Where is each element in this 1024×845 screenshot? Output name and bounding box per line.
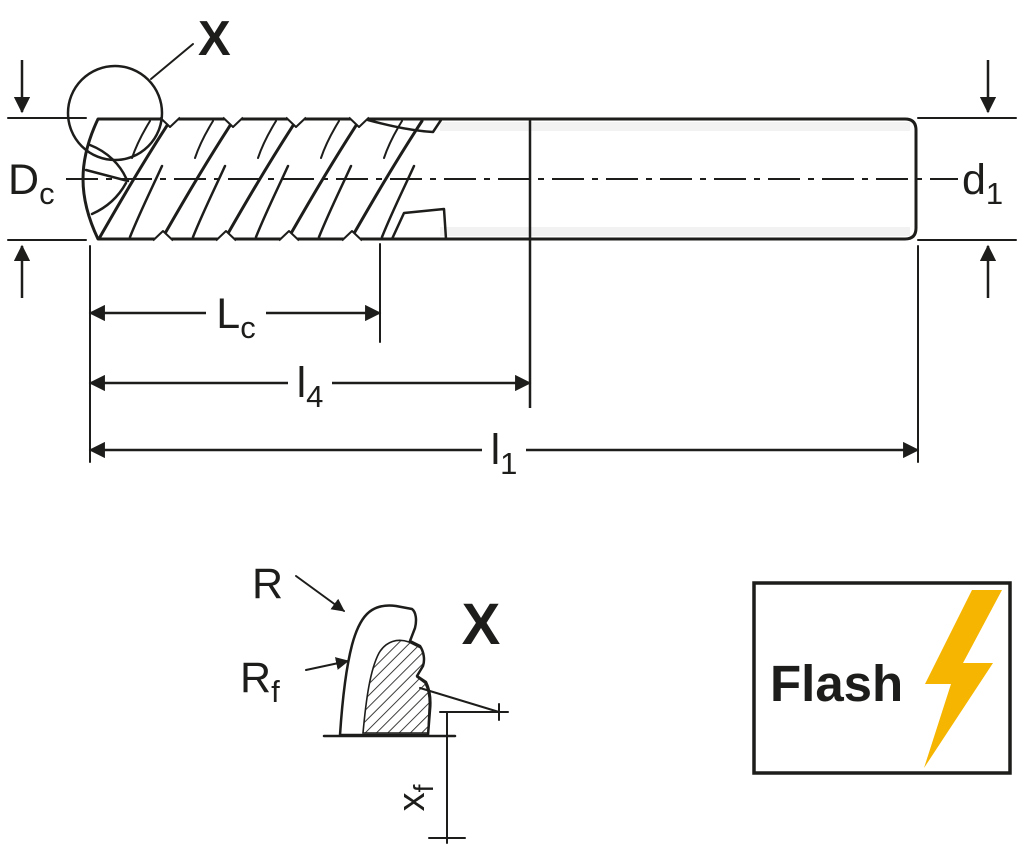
detail-view: R Rf X xf <box>240 560 509 844</box>
tool-body-outline <box>81 117 918 241</box>
tooth-core-hatch <box>362 639 431 734</box>
flute-land-line <box>194 120 214 159</box>
top-notch <box>285 116 307 128</box>
flute-edge-line <box>128 164 164 239</box>
flash-logo: Flash <box>752 581 1012 775</box>
label-detail-ref: X <box>198 12 231 66</box>
bottom-notch <box>341 230 363 242</box>
r-leader-line <box>295 575 345 612</box>
label-l1: l1 <box>491 426 518 481</box>
bottom-notch <box>152 230 174 242</box>
flute-land-line <box>383 120 403 159</box>
flute-edge-line <box>191 164 227 239</box>
label-r: R <box>252 560 283 608</box>
label-xf: xf <box>391 784 439 811</box>
bottom-notch <box>215 230 237 242</box>
top-facet-line <box>366 118 443 134</box>
main-view: X Dc d1 Lc l4 l1 <box>7 12 1017 481</box>
flute-land-line <box>131 120 151 159</box>
l4-label-mask <box>288 362 332 404</box>
flute-line <box>287 119 361 239</box>
label-d1: d1 <box>962 156 1003 211</box>
lightning-bolt-icon <box>924 590 1002 768</box>
rf-leader-line <box>305 657 350 671</box>
flute-land-line <box>320 120 340 159</box>
shank-shading-top <box>440 122 910 131</box>
label-l4: l4 <box>297 359 324 414</box>
label-dc: Dc <box>8 156 55 211</box>
top-notch <box>159 116 181 128</box>
label-lc: Lc <box>216 290 255 345</box>
silhouette-notches <box>152 116 370 242</box>
l1-label-mask <box>482 430 526 472</box>
flute-edge-line <box>380 164 416 239</box>
lc-label-mask <box>206 294 266 336</box>
flute-line <box>161 119 235 239</box>
tooth-profile <box>338 604 432 737</box>
flute-line <box>350 119 424 239</box>
top-notch <box>222 116 244 128</box>
length-dimensions: Lc l4 l1 <box>88 243 920 481</box>
flute-lines <box>98 119 424 239</box>
label-detail-view-title: X <box>462 592 501 657</box>
end-tooth-line <box>90 181 128 216</box>
xf-slant-leader <box>419 687 500 713</box>
flute-edge-line <box>317 164 353 239</box>
flute-edge-line <box>254 164 290 239</box>
flute-line <box>224 119 298 239</box>
flash-logo-text: Flash <box>770 655 903 712</box>
xf-dimension: xf <box>391 687 509 844</box>
flute-land-line <box>257 120 277 159</box>
bottom-notch <box>278 230 300 242</box>
label-rf: Rf <box>240 654 280 709</box>
flute-line <box>98 119 172 239</box>
detail-leader-line <box>150 43 194 80</box>
shank-shading-bottom <box>440 227 910 236</box>
top-notch <box>348 116 370 128</box>
detail-circle <box>66 64 164 162</box>
bottom-facet <box>390 207 448 241</box>
